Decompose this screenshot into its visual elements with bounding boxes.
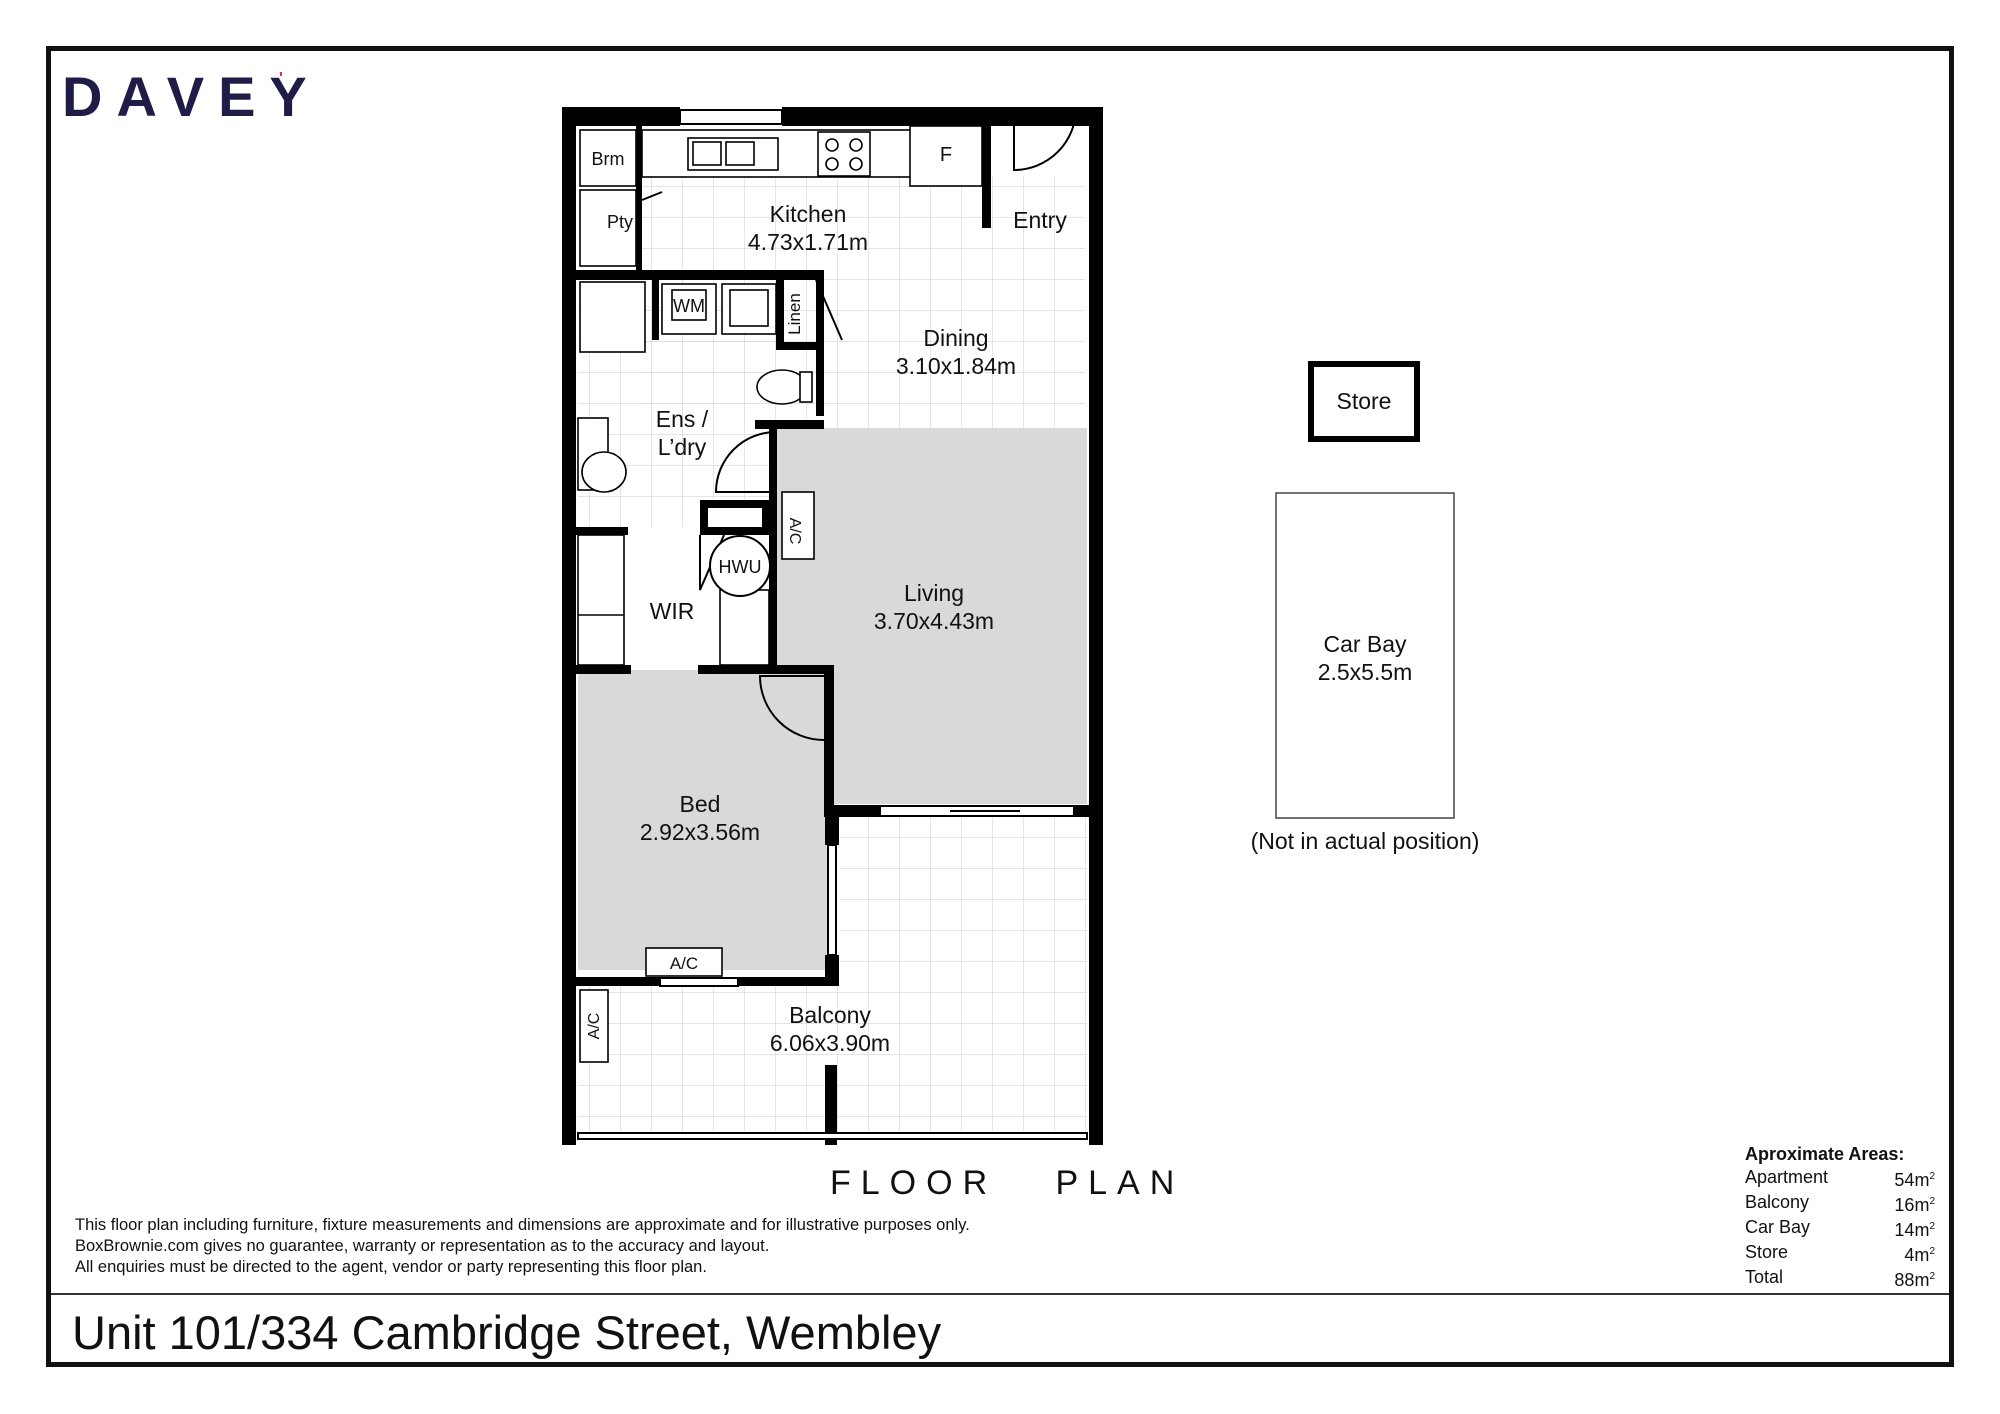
wir-label: WIR (650, 598, 695, 624)
brm-label: Brm (592, 149, 625, 169)
ac-unit-bed (645, 947, 723, 977)
areas-row: Balcony 16m2 (1745, 1191, 1935, 1216)
areas-title: Aproximate Areas: (1745, 1144, 1905, 1164)
areas-row: Total 88m2 (1745, 1266, 1935, 1291)
ac-label-bed: A/C (670, 954, 698, 973)
linen-label: Linen (785, 293, 804, 335)
areas-row: Store 4m2 (1745, 1241, 1935, 1266)
sliding-doors (577, 805, 1088, 1140)
areas-row-label: Balcony (1745, 1192, 1810, 1212)
areas-row-label: Store (1745, 1242, 1789, 1262)
areas-row: Car Bay 14m2 (1745, 1216, 1935, 1241)
wm-label: WM (673, 296, 705, 316)
floor-plan-caption: FLOOR PLAN (830, 1164, 1185, 1202)
ac-label-living: A/C (786, 518, 803, 545)
pty-label: Pty (607, 212, 633, 232)
living-dims: 3.70x4.43m (874, 608, 994, 634)
dining-dims: 3.10x1.84m (896, 353, 1016, 379)
areas-row-label: Apartment (1745, 1167, 1829, 1187)
car-bay-note: (Not in actual position) (1251, 828, 1480, 854)
balcony-tiles-upper (840, 815, 1087, 985)
ensuite-label: Ens / (656, 406, 709, 432)
dining-label: Dining (923, 325, 988, 351)
balcony-dims: 6.06x3.90m (770, 1030, 890, 1056)
car-bay-label: Car Bay (1323, 631, 1407, 657)
hwu-unit (709, 535, 771, 597)
disclaimer-line: All enquiries must be directed to the ag… (75, 1258, 707, 1276)
kitchen-bench (641, 125, 983, 187)
areas-row-value: 4m2 (1904, 1245, 1935, 1265)
property-address: Unit 101/334 Cambridge Street, Wembley (72, 1306, 942, 1359)
car-bay-dims: 2.5x5.5m (1318, 659, 1413, 685)
entry-label: Entry (1013, 207, 1067, 233)
car-bay-box (1275, 492, 1455, 819)
areas-row-label: Car Bay (1745, 1217, 1811, 1237)
bed-label: Bed (680, 791, 721, 817)
bed-floor (578, 670, 828, 970)
kitchen-label: Kitchen (770, 201, 847, 227)
kitchen-window (679, 109, 783, 125)
disclaimer: This floor plan including furniture, fix… (75, 1215, 970, 1278)
balcony-label: Balcony (789, 1002, 871, 1028)
areas-row-value: 54m2 (1894, 1170, 1935, 1190)
areas-row-value: 14m2 (1894, 1220, 1935, 1240)
kitchen-dims: 4.73x1.71m (748, 229, 868, 255)
outer-walls (562, 107, 1103, 1145)
brand-mark: ' (279, 70, 283, 87)
areas-table: Aproximate Areas: Apartment 54m2 Balcony… (1745, 1144, 1935, 1291)
store-box (1308, 361, 1420, 442)
areas-row: Apartment 54m2 (1745, 1166, 1935, 1191)
living-label: Living (904, 580, 964, 606)
interior-walls (576, 126, 1103, 1145)
disclaimer-line: This floor plan including furniture, fix… (75, 1216, 970, 1234)
title-divider (51, 1293, 1949, 1295)
store-label: Store (1337, 388, 1392, 414)
ensuite-label-2: L’dry (658, 434, 707, 460)
areas-row-value: 88m2 (1894, 1270, 1935, 1290)
brm-pty-outline (579, 129, 637, 267)
disclaimer-line: BoxBrownie.com gives no guarantee, warra… (75, 1237, 770, 1255)
ensuite-fixtures (577, 281, 815, 560)
page-frame (46, 46, 1954, 1367)
hwu-label: HWU (719, 557, 762, 577)
brand-logo: DAVEY (62, 64, 321, 129)
areas-row-label: Total (1745, 1267, 1784, 1287)
brand-name: DAVEY (62, 65, 321, 128)
fridge-label: F (940, 144, 952, 166)
bed-dims: 2.92x3.56m (640, 819, 760, 845)
ac-label-balcony: A/C (586, 1013, 603, 1040)
areas-row-value: 16m2 (1894, 1195, 1935, 1215)
ac-unit-balcony (579, 989, 609, 1063)
